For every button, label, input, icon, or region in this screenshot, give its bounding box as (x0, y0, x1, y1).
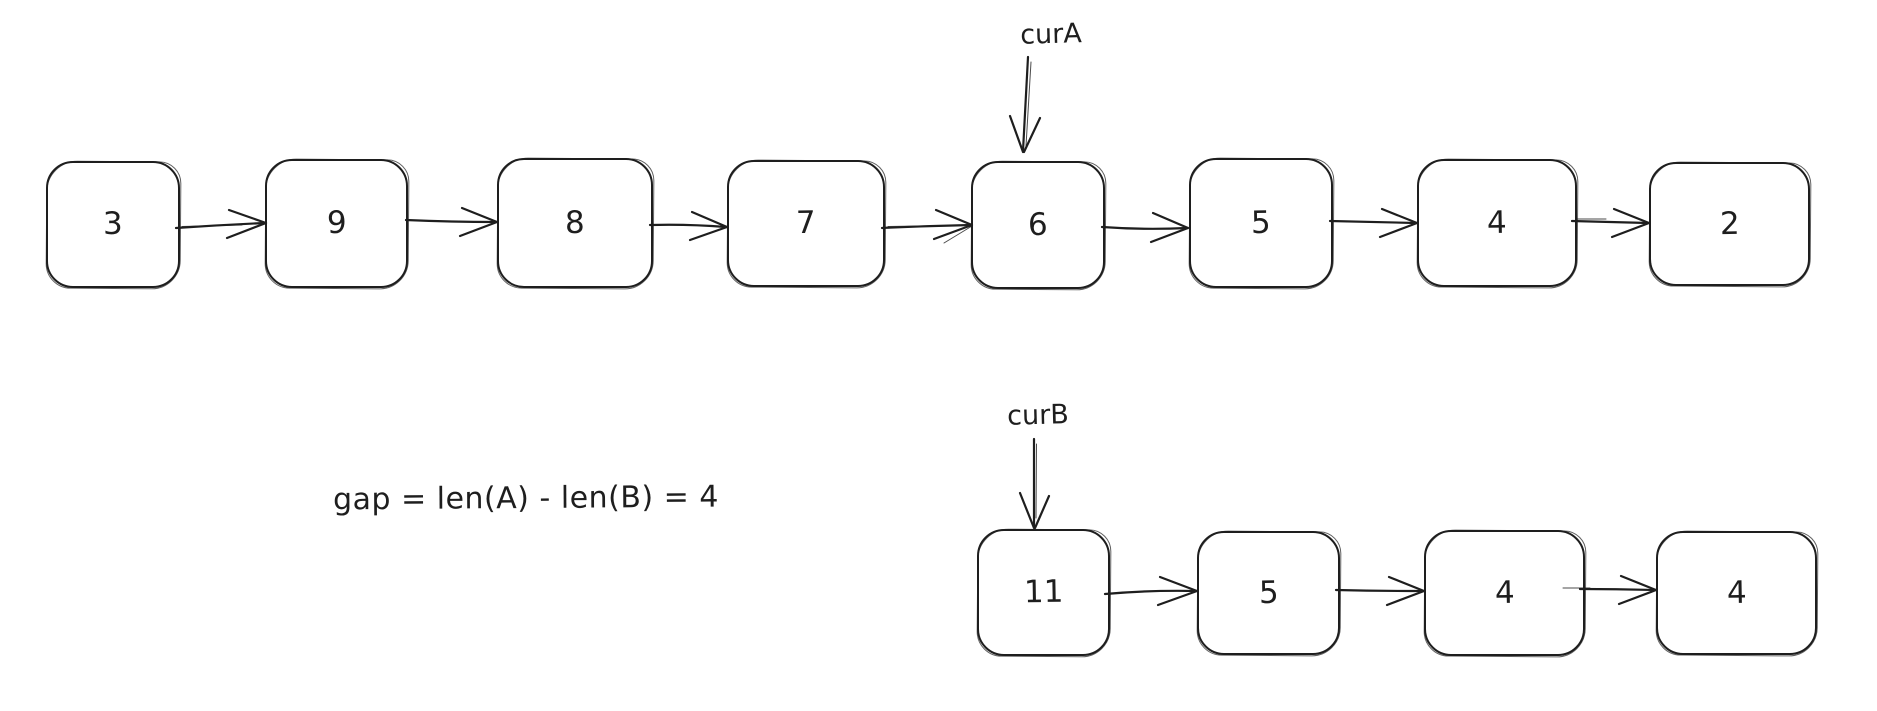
pointer-a-label[interactable]: curA (1019, 18, 1083, 51)
node-value: 9 (326, 204, 347, 242)
node-value: 8 (564, 204, 586, 241)
list-a-node-1[interactable]: 3 (46, 161, 180, 288)
list-a-node-7[interactable]: 4 (1417, 159, 1577, 287)
arrow-b-node1-node2[interactable] (1103, 575, 1199, 607)
arrow-a-node1-node2[interactable] (174, 208, 268, 240)
node-value: 4 (1494, 574, 1515, 611)
list-b-node-2[interactable]: 5 (1197, 531, 1340, 655)
arrow-a-node5-node6[interactable] (1100, 211, 1190, 244)
arrow-a-node4-node5[interactable] (880, 208, 974, 244)
arrow-a-node3-node4[interactable] (648, 210, 729, 242)
gap-annotation[interactable]: gap = len(A) - len(B) = 4 (332, 479, 720, 518)
pointer-b-label[interactable]: curB (1006, 399, 1070, 432)
list-a-node-4[interactable]: 7 (727, 160, 885, 287)
arrow-a-node6-node7[interactable] (1328, 207, 1419, 239)
list-b-node-1[interactable]: 11 (977, 529, 1110, 656)
pointer-a-arrow[interactable] (1008, 55, 1042, 154)
arrow-b-node2-node3[interactable] (1334, 575, 1426, 607)
list-a-node-2[interactable]: 9 (265, 159, 408, 288)
list-a-node-8[interactable]: 2 (1649, 162, 1810, 286)
node-value: 2 (1719, 205, 1740, 242)
list-b-node-3[interactable]: 4 (1424, 530, 1585, 656)
node-value: 7 (795, 204, 817, 242)
list-b-node-4[interactable]: 4 (1656, 531, 1817, 655)
list-a-node-3[interactable]: 8 (497, 158, 653, 288)
list-a-node-6[interactable]: 5 (1189, 158, 1333, 288)
pointer-b-arrow[interactable] (1018, 437, 1051, 530)
node-value: 6 (1027, 206, 1049, 243)
arrow-a-node7-node8[interactable] (1570, 207, 1651, 239)
arrow-a-node2-node3[interactable] (404, 206, 499, 238)
node-value: 4 (1726, 574, 1747, 611)
node-value: 3 (102, 205, 124, 243)
list-a-node-5[interactable]: 6 (971, 161, 1105, 289)
node-value: 11 (1023, 573, 1064, 611)
node-value: 5 (1258, 574, 1279, 611)
node-value: 5 (1250, 204, 1272, 241)
node-value: 4 (1486, 204, 1508, 241)
